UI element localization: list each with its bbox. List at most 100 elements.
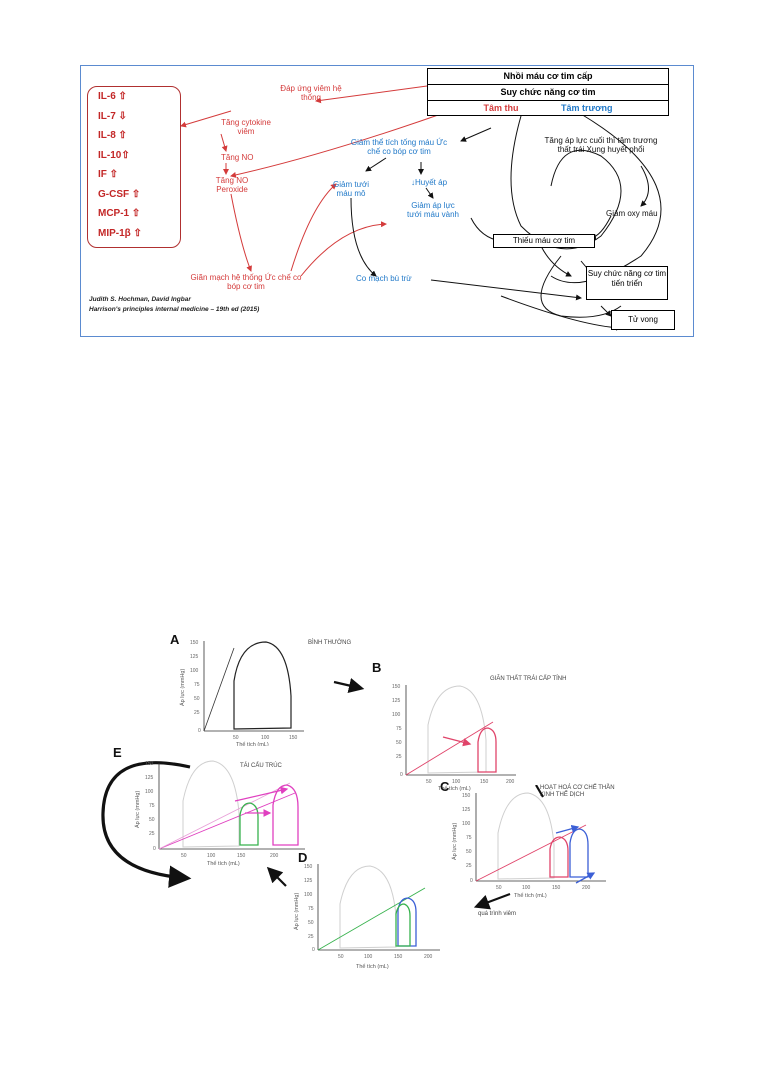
cytokine-item: IL-8 ⇧ (98, 130, 127, 141)
svg-text:100: 100 (462, 821, 471, 827)
cytokine-item: IL-7 ⇩ (98, 110, 127, 122)
svg-text:150: 150 (480, 779, 489, 785)
svg-text:100: 100 (261, 735, 270, 741)
svg-text:150: 150 (145, 761, 154, 767)
svg-text:50: 50 (338, 954, 344, 960)
svg-text:50: 50 (149, 817, 155, 823)
infarction-title: Nhồi máu cơ tim cấp (428, 69, 668, 85)
svg-text:75: 75 (194, 682, 200, 688)
cytokine-list: IL-6 ⇧ IL-7 ⇩ IL-8 ⇧ IL-10⇧ IF ⇧ G-CSF ⇧… (87, 86, 181, 248)
coronary-pressure-label: Giảm áp lực tưới máu vành (407, 201, 459, 219)
svg-text:150: 150 (190, 640, 199, 646)
svg-text:0: 0 (198, 728, 201, 734)
svg-text:200: 200 (506, 779, 515, 785)
cytokine-item: IL-10⇧ (98, 149, 130, 161)
panel-letter: B (372, 660, 382, 675)
svg-text:0: 0 (400, 772, 403, 778)
inflammation-label: quá trình viêm (478, 911, 517, 917)
hypoxemia-label: Giảm oxy máu (606, 209, 658, 218)
svg-text:0: 0 (470, 878, 473, 884)
svg-text:200: 200 (582, 885, 591, 891)
svg-text:150: 150 (304, 864, 313, 870)
svg-text:25: 25 (149, 831, 155, 837)
panel-letter: D (298, 850, 308, 865)
x-axis-label: Thể tích (mL) (207, 860, 240, 867)
svg-text:50: 50 (233, 735, 239, 741)
cytokine-item: MCP-1 ⇧ (98, 208, 141, 219)
diastolic-label: Tâm trương (561, 103, 613, 113)
svg-text:100: 100 (190, 668, 199, 674)
death-box: Tử vong (611, 310, 675, 330)
svg-text:50: 50 (396, 740, 402, 746)
x-axis-label: Thể tích (mL) (356, 963, 389, 970)
svg-text:150: 150 (552, 885, 561, 891)
svg-text:25: 25 (466, 863, 472, 869)
svg-text:200: 200 (424, 954, 433, 960)
svg-text:125: 125 (190, 654, 199, 660)
inflammation-arrow (473, 892, 511, 910)
svg-text:150: 150 (237, 853, 246, 859)
svg-text:100: 100 (452, 779, 461, 785)
inflammatory-response-label: Đáp ứng viêm hệ thống (280, 84, 342, 102)
cytokine-item: MIP-1β ⇧ (98, 227, 142, 239)
svg-text:100: 100 (207, 853, 216, 859)
svg-text:150: 150 (462, 793, 471, 799)
svg-text:150: 150 (289, 735, 298, 741)
svg-text:75: 75 (308, 906, 314, 912)
svg-text:100: 100 (304, 892, 313, 898)
svg-text:150: 150 (394, 954, 403, 960)
y-axis-label: Áp lực (mmHg) (293, 893, 300, 930)
y-axis-label: Áp lực (mmHg) (451, 823, 458, 860)
lvedp-label: Tăng áp lực cuối thì tâm trương thất trá… (544, 136, 658, 154)
svg-text:0: 0 (312, 947, 315, 953)
svg-text:100: 100 (522, 885, 531, 891)
svg-text:125: 125 (145, 775, 154, 781)
svg-text:25: 25 (396, 754, 402, 760)
svg-text:25: 25 (194, 710, 200, 716)
y-axis-label: Áp lực (mmHg) (179, 669, 186, 706)
systolic-label: Tâm thu (483, 103, 519, 113)
svg-text:50: 50 (181, 853, 187, 859)
systole-diastole-row: Tâm thu Tâm trương (428, 101, 668, 116)
svg-text:50: 50 (426, 779, 432, 785)
ischemia-box: Thiếu máu cơ tim (493, 234, 595, 248)
y-axis-label: Áp lực (mmHg) (134, 791, 141, 828)
svg-text:125: 125 (392, 698, 401, 704)
svg-text:75: 75 (396, 726, 402, 732)
progression-arrow (266, 866, 287, 887)
acute-arrow (333, 678, 365, 694)
no-increase-label: Tăng NO (221, 153, 254, 162)
pathophysiology-diagram: IL-6 ⇧ IL-7 ⇩ IL-8 ⇧ IL-10⇧ IF ⇧ G-CSF ⇧… (80, 65, 694, 337)
no-peroxide-label: Tăng NO Peroxide (215, 176, 249, 194)
progressive-dysfunction-box: Suy chức năng cơ tim tiến triển (586, 266, 668, 300)
citation-authors: Judith S. Hochman, David Ingbar (89, 296, 191, 303)
panel-letter: E (113, 745, 122, 760)
blood-pressure-drop-label: ↓Huyết áp (411, 178, 448, 187)
perfusion-drop-label: Giảm tưới máu mô (333, 180, 369, 198)
svg-text:75: 75 (149, 803, 155, 809)
panel-title: TÁI CẤU TRÚC (240, 763, 282, 769)
cytokine-increase-label: Tăng cytokine viêm (221, 118, 271, 136)
svg-text:50: 50 (496, 885, 502, 891)
panel-letter: A (170, 632, 180, 647)
stroke-volume-label: Giảm thể tích tống máu Ức chế co bóp cơ … (350, 138, 448, 156)
svg-text:25: 25 (308, 934, 314, 940)
svg-text:100: 100 (364, 954, 373, 960)
panel-letter: C (440, 779, 450, 794)
svg-text:100: 100 (392, 712, 401, 718)
svg-text:75: 75 (466, 835, 472, 841)
svg-text:125: 125 (462, 807, 471, 813)
dysfunction-title: Suy chức năng cơ tim (428, 85, 668, 101)
svg-text:50: 50 (194, 696, 200, 702)
x-axis-label: Thể tích (mL) (236, 741, 269, 746)
svg-text:200: 200 (270, 853, 279, 859)
panel-title: BÌNH THƯỜNG (308, 640, 352, 646)
svg-text:125: 125 (304, 878, 313, 884)
x-axis-label: Thể tích (mL) (514, 892, 547, 899)
svg-text:150: 150 (392, 684, 401, 690)
